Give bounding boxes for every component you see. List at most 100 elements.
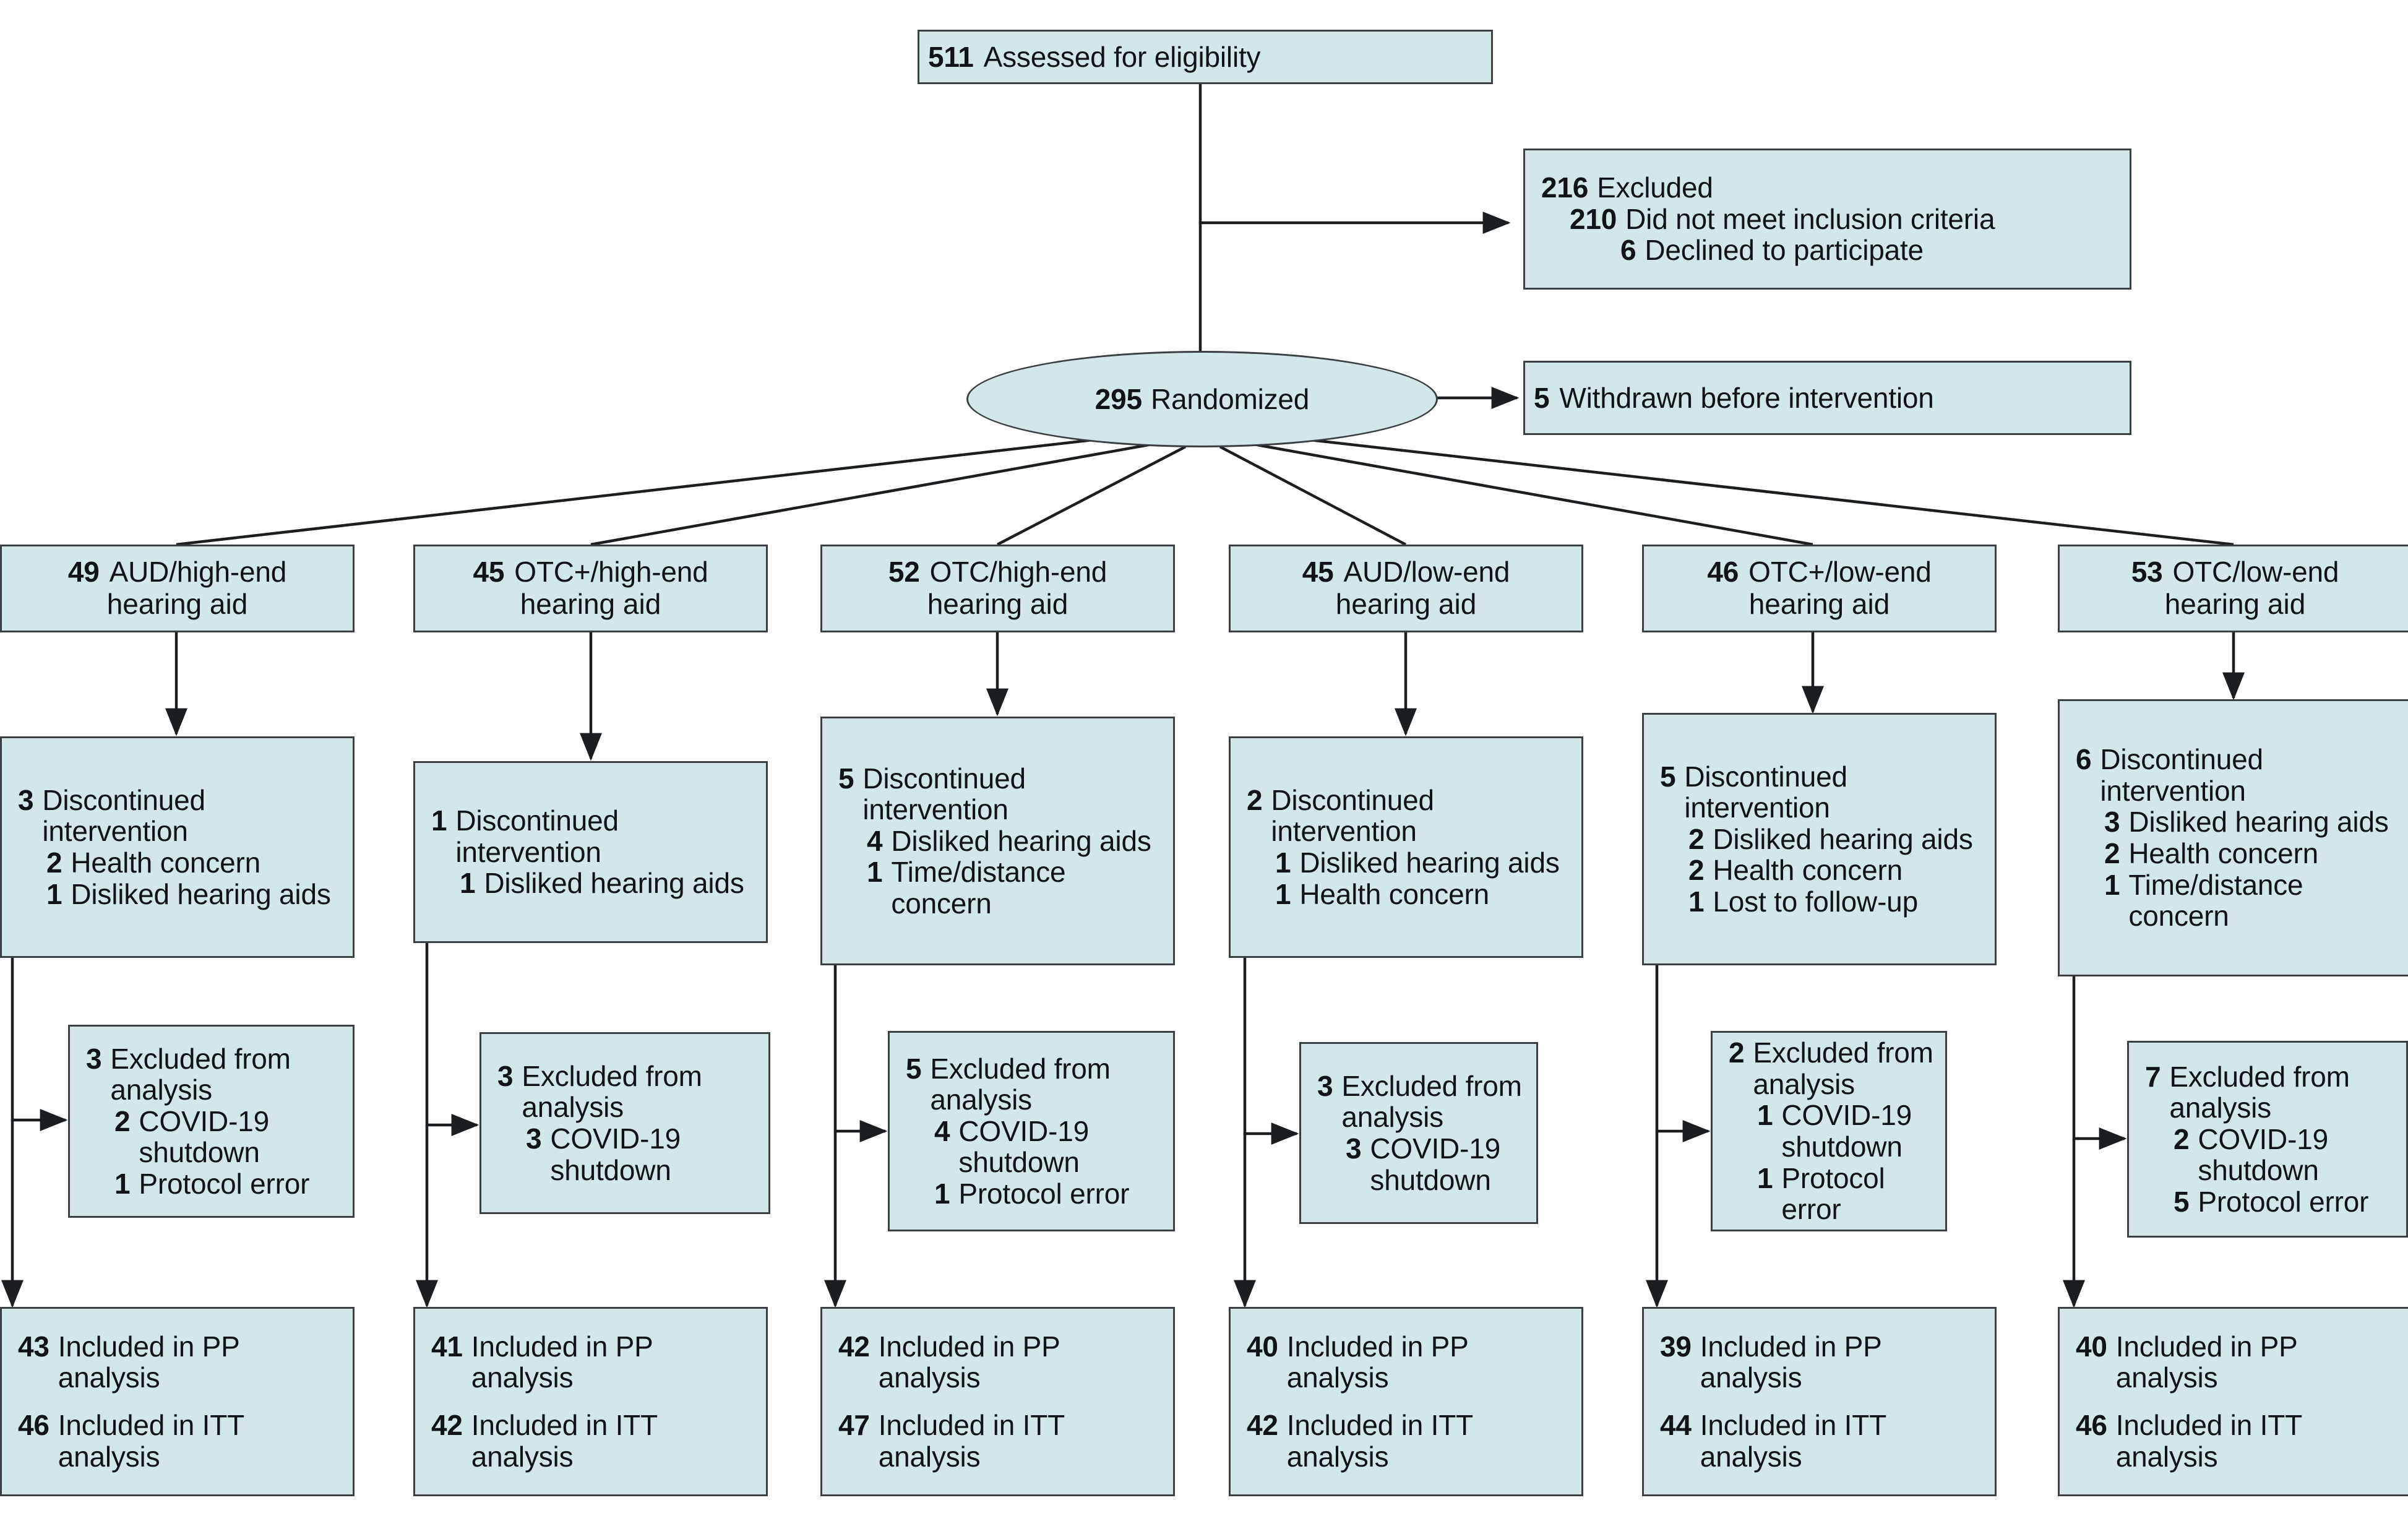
discontinued-reason-row: 1 Lost to follow-up	[1660, 886, 1984, 918]
withdrawn-label: Withdrawn before intervention	[1559, 381, 1934, 414]
excluded-analysis-line: 3 Excluded from analysis	[1317, 1071, 1525, 1133]
discontinued-label: Discontinued intervention	[1684, 760, 1847, 824]
reason-label: COVID-19 shutdown	[1781, 1099, 1912, 1163]
included-pp-label: Included in PP analysis	[2115, 1330, 2297, 1394]
excluded-analysis-reason-row: 4 COVID-19 shutdown	[906, 1115, 1162, 1178]
excluded-reason-label: Did not meet inclusion criteria	[1625, 202, 1995, 235]
discontinued-count: 5	[1660, 760, 1676, 793]
reason-count: 1	[1275, 877, 1291, 910]
excluded-analysis-count: 7	[2145, 1060, 2161, 1093]
discontinued-reason-row: 4 Disliked hearing aids	[838, 825, 1162, 857]
included-pp-label: Included in PP analysis	[878, 1330, 1060, 1394]
excluded-analysis-reason-row: 1 Protocol error	[906, 1178, 1162, 1210]
discontinued-box: 2 Discontinued intervention 1 Disliked h…	[1229, 736, 1583, 958]
reason-label: Protocol error	[2198, 1185, 2369, 1218]
reason-count: 2	[1688, 854, 1705, 887]
arm-header-box: 46 OTC+/low-end hearing aid	[1642, 545, 1997, 632]
reason-label: COVID-19 shutdown	[550, 1122, 681, 1186]
excluded-analysis-label: Excluded from analysis	[1753, 1036, 1933, 1100]
included-itt-label: Included in ITT analysis	[878, 1409, 1065, 1473]
assessed-label: Assessed for eligibility	[983, 40, 1261, 73]
reason-count: 1	[934, 1177, 950, 1210]
excluded-analysis-label: Excluded from analysis	[930, 1052, 1111, 1116]
excluded-analysis-line: 3 Excluded from analysis	[86, 1043, 342, 1106]
excluded-reason-label: Declined to participate	[1645, 234, 1924, 267]
included-pp-row: 43 Included in PP analysis	[18, 1330, 342, 1394]
included-itt-count: 44	[1660, 1409, 1692, 1441]
included-pp-label: Included in PP analysis	[1700, 1330, 1881, 1394]
discontinued-count: 6	[2076, 743, 2092, 776]
arm-header-box: 45 OTC+/high-end hearing aid	[413, 545, 768, 632]
excluded-analysis-reason-row: 2 COVID-19 shutdown	[2145, 1123, 2395, 1186]
discontinued-label: Discontinued intervention	[1271, 783, 1434, 848]
discontinued-reason-row: 1 Disliked hearing aids	[431, 868, 755, 899]
included-pp-label: Included in PP analysis	[1286, 1330, 1468, 1394]
reason-count: 4	[867, 824, 883, 857]
included-pp-count: 40	[2076, 1330, 2107, 1363]
included-itt-label: Included in ITT analysis	[1700, 1409, 1886, 1473]
discontinued-box: 3 Discontinued intervention 2 Health con…	[0, 736, 355, 958]
randomized-label: Randomized	[1150, 382, 1310, 415]
reason-count: 2	[2104, 837, 2120, 869]
discontinued-line: 1 Discontinued intervention	[431, 805, 755, 868]
discontinued-reason-row: 1 Disliked hearing aids	[1247, 847, 1570, 879]
included-pp-row: 42 Included in PP analysis	[838, 1330, 1162, 1394]
withdrawn-count: 5	[1534, 381, 1550, 414]
excluded-box: 216 Excluded 210 Did not meet inclusion …	[1523, 149, 2131, 290]
included-pp-count: 43	[18, 1330, 49, 1363]
randomized-line: 295 Randomized	[1095, 382, 1310, 415]
discontinued-box: 5 Discontinued intervention 4 Disliked h…	[820, 717, 1175, 965]
discontinued-label: Discontinued intervention	[42, 783, 205, 848]
discontinued-reason-row: 1 Time/distance concern	[2076, 869, 2399, 932]
reason-label: Health concern	[1299, 877, 1489, 910]
excluded-analysis-label: Excluded from analysis	[522, 1059, 702, 1124]
excluded-analysis-reason-row: 1 COVID-19 shutdown	[1729, 1100, 1934, 1162]
reason-count: 2	[1688, 822, 1705, 855]
arm-header-box: 49 AUD/high-end hearing aid	[0, 545, 355, 632]
reason-count: 1	[2104, 868, 2120, 901]
included-itt-row: 42 Included in ITT analysis	[431, 1410, 755, 1472]
excluded-from-analysis-box: 3 Excluded from analysis 2 COVID-19 shut…	[68, 1025, 355, 1218]
excluded-from-analysis-box: 5 Excluded from analysis 4 COVID-19 shut…	[888, 1031, 1175, 1231]
discontinued-reason-row: 2 Health concern	[2076, 838, 2399, 869]
discontinued-count: 1	[431, 804, 447, 837]
included-pp-row: 40 Included in PP analysis	[1247, 1330, 1570, 1394]
discontinued-reason-row: 2 Health concern	[1660, 855, 1984, 886]
reason-label: Health concern	[2128, 837, 2318, 869]
included-pp-count: 40	[1247, 1330, 1278, 1363]
excluded-from-analysis-box: 3 Excluded from analysis 3 COVID-19 shut…	[479, 1032, 770, 1214]
excluded-from-analysis-box: 3 Excluded from analysis 3 COVID-19 shut…	[1299, 1042, 1538, 1224]
arm-label: OTC/low-end	[2172, 555, 2339, 588]
excluded-analysis-count: 2	[1729, 1036, 1745, 1069]
included-itt-row: 46 Included in ITT analysis	[18, 1410, 342, 1472]
included-itt-label: Included in ITT analysis	[2115, 1409, 2302, 1473]
included-analysis-box: 43 Included in PP analysis 46 Included i…	[0, 1307, 355, 1496]
assessed-count: 511	[928, 40, 974, 73]
included-pp-row: 40 Included in PP analysis	[2076, 1330, 2399, 1394]
reason-count: 1	[1757, 1099, 1773, 1132]
reason-label: Lost to follow-up	[1713, 885, 1918, 918]
arm-label-2: hearing aid	[1335, 588, 1477, 621]
included-itt-count: 42	[1247, 1409, 1278, 1441]
included-pp-label: Included in PP analysis	[471, 1330, 653, 1394]
reason-count: 1	[1688, 885, 1705, 918]
reason-label: COVID-19 shutdown	[1370, 1132, 1500, 1196]
arm-header-line: 52 OTC/high-end	[831, 556, 1164, 588]
excluded-analysis-reason-row: 5 Protocol error	[2145, 1186, 2395, 1218]
arm-count: 49	[67, 555, 100, 588]
included-pp-count: 39	[1660, 1330, 1692, 1363]
excluded-from-analysis-box: 7 Excluded from analysis 2 COVID-19 shut…	[2127, 1041, 2408, 1238]
reason-label: Protocol error	[958, 1177, 1130, 1210]
reason-label: Disliked hearing aids	[891, 824, 1151, 857]
arm-header-line: 46 OTC+/low-end	[1653, 556, 1986, 588]
reason-count: 3	[1346, 1132, 1362, 1165]
arm-label: AUD/high-end	[109, 555, 287, 588]
excluded-analysis-line: 2 Excluded from analysis	[1729, 1037, 1934, 1100]
included-itt-label: Included in ITT analysis	[1286, 1409, 1473, 1473]
discontinued-reason-row: 3 Disliked hearing aids	[2076, 806, 2399, 838]
included-analysis-box: 39 Included in PP analysis 44 Included i…	[1642, 1307, 1997, 1496]
reason-label: Disliked hearing aids	[1713, 822, 1973, 855]
arm-header-box: 45 AUD/low-end hearing aid	[1229, 545, 1583, 632]
discontinued-reason-row: 1 Health concern	[1247, 877, 1570, 910]
